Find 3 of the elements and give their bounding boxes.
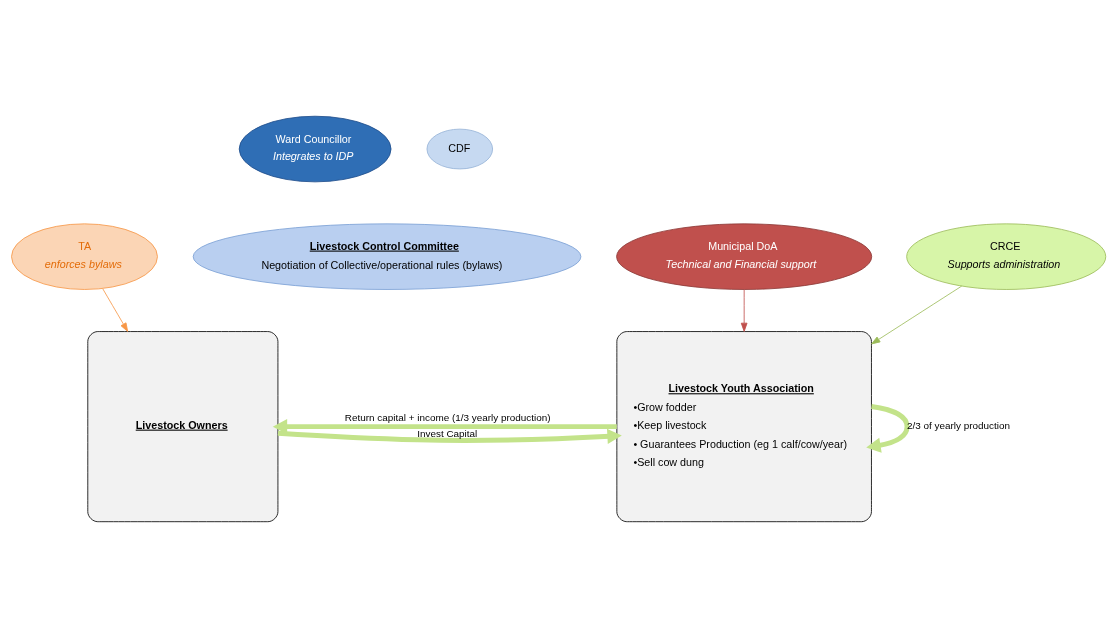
edge-label: 2/3 of yearly production (907, 419, 1010, 431)
edge-label: Return capital + income (1/3 yearly production) (344, 411, 551, 423)
edge-label: Invest Capital (417, 427, 478, 439)
